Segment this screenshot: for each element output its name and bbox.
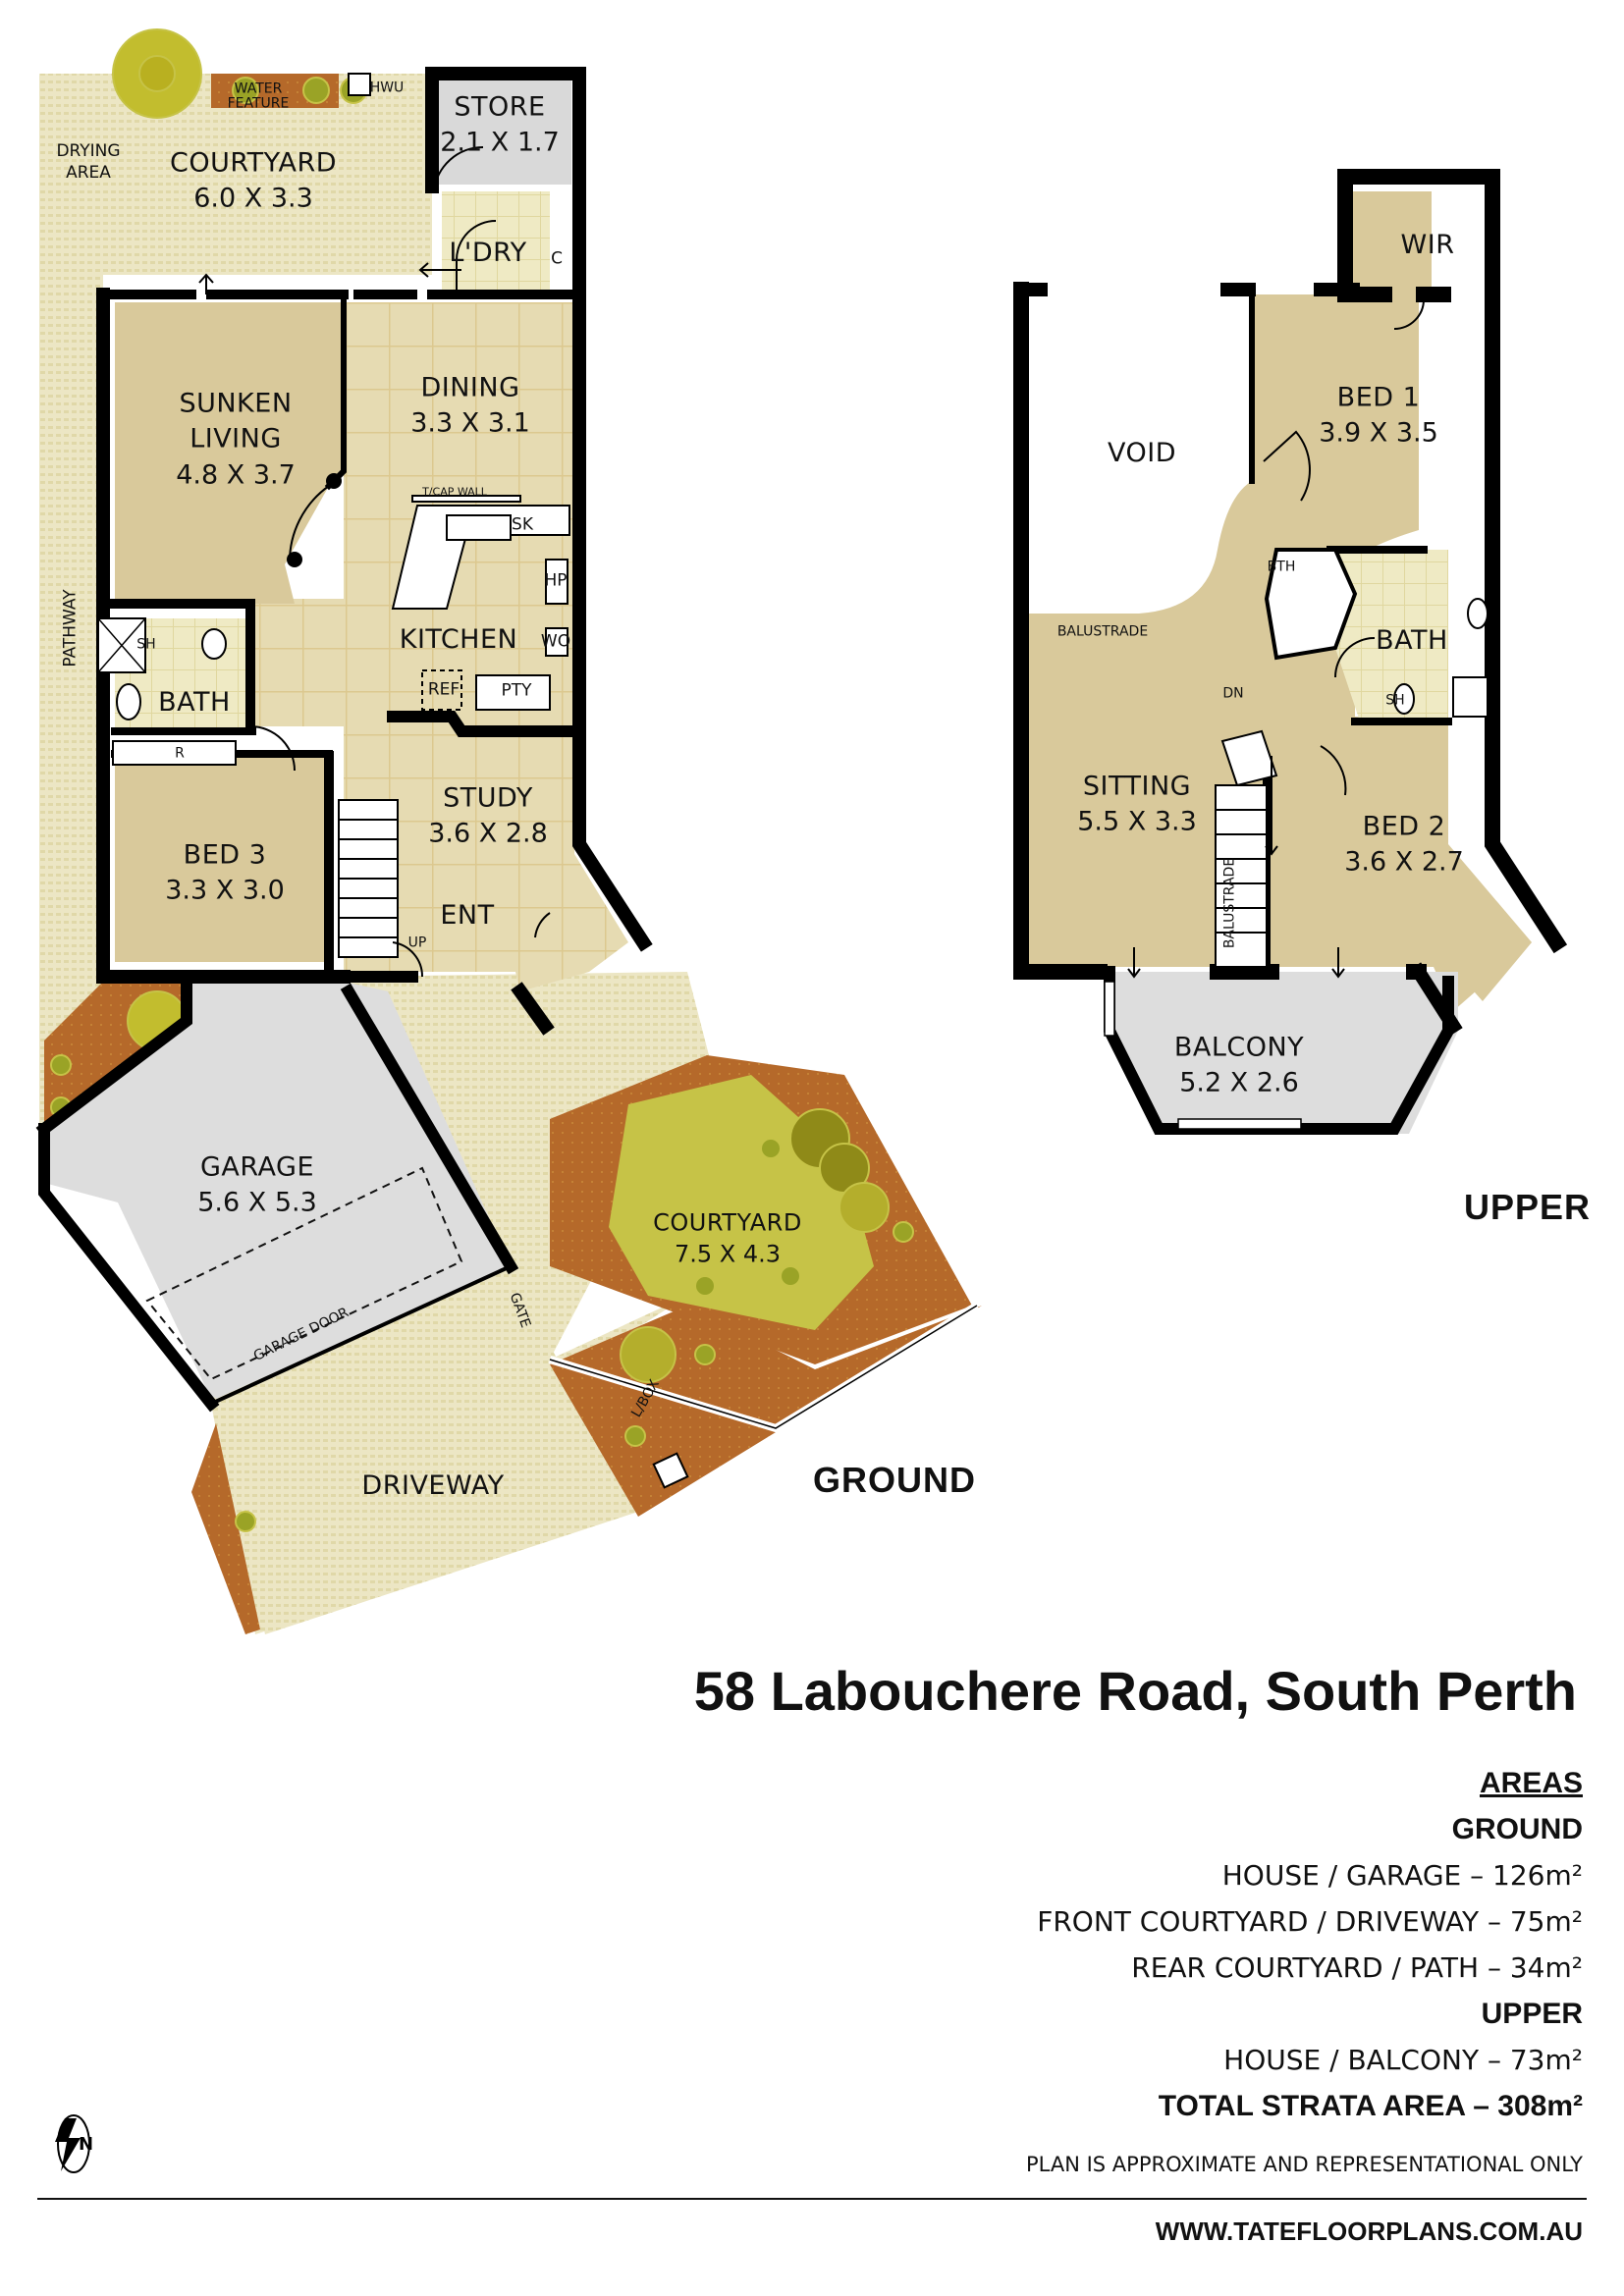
robe-label: R xyxy=(175,745,185,762)
stairs-down-label: DN xyxy=(1222,685,1244,702)
driveway-paving xyxy=(211,1271,638,1634)
hwu-label: HWU xyxy=(369,80,405,96)
room-garage: GARAGE 5.6 X 5.3 xyxy=(197,1151,317,1218)
bed2-fill xyxy=(1316,731,1532,1011)
footer-divider xyxy=(37,2198,1587,2200)
area-row: HOUSE / GARAGE – 126m² xyxy=(1221,1859,1583,1892)
areas-schedule: AREAS GROUND HOUSE / GARAGE – 126m² FRON… xyxy=(1037,1760,1583,2129)
upper-bath-fill xyxy=(1335,550,1448,721)
room-sitting: SITTING 5.5 X 3.3 xyxy=(1077,771,1197,837)
ground-arrows xyxy=(198,262,461,294)
property-address: 58 Labouchere Road, South Perth xyxy=(693,1660,1577,1722)
interior-tiles xyxy=(344,302,628,991)
bed3-fill xyxy=(115,756,326,962)
water-feature-label: WATER FEATURE xyxy=(227,80,290,112)
room-rear-courtyard: COURTYARD 6.0 X 3.3 xyxy=(169,147,338,214)
room-bed3: BED 3 3.3 X 3.0 xyxy=(165,839,285,906)
balustrade-label: BALUSTRADE xyxy=(1056,623,1149,640)
upper-floor-title: UPPER xyxy=(1464,1187,1592,1227)
room-study: STUDY 3.6 X 2.8 xyxy=(428,782,548,849)
hotplate-label: HP xyxy=(544,570,568,591)
bathtub-label: BTH xyxy=(1267,559,1296,575)
north-compass-icon: N xyxy=(43,2112,104,2175)
areas-ground-heading: GROUND xyxy=(1451,1813,1583,1845)
room-kitchen: KITCHEN xyxy=(399,623,518,655)
sunken-living-fill xyxy=(115,302,344,604)
garage-door-outline xyxy=(145,1166,463,1381)
hwu-box xyxy=(348,73,371,96)
garden-bed-driveway xyxy=(191,1423,260,1634)
ground-stairs xyxy=(338,799,399,958)
upper-shower-label: SH xyxy=(1385,692,1405,709)
areas-upper-heading: UPPER xyxy=(1481,1998,1583,2030)
tcap-wall-label: T/CAP WALL xyxy=(422,485,487,499)
room-wir: WIR xyxy=(1400,229,1455,260)
pantry-label: PTY xyxy=(501,680,532,701)
room-void: VOID xyxy=(1107,437,1177,468)
areas-heading: AREAS xyxy=(1479,1767,1583,1799)
pathway-label: PATHWAY xyxy=(60,589,81,667)
balcony-fill xyxy=(1105,972,1458,1134)
disclaimer: PLAN IS APPROXIMATE AND REPRESENTATIONAL… xyxy=(1026,2153,1583,2176)
shower-label: SH xyxy=(136,636,156,653)
room-driveway: DRIVEWAY xyxy=(361,1469,505,1501)
area-row: FRONT COURTYARD / DRIVEWAY – 75m² xyxy=(1037,1905,1583,1938)
balustrade-stair-label: BALUSTRADE xyxy=(1221,857,1238,949)
upper-bath-tub xyxy=(1264,548,1358,661)
room-entry: ENT xyxy=(440,899,495,931)
area-row: HOUSE / BALCONY – 73m² xyxy=(1223,2044,1583,2076)
room-sunken-living: SUNKEN LIVING 4.8 X 3.7 xyxy=(176,388,296,491)
compass-letter: N xyxy=(79,2134,93,2155)
area-row: REAR COURTYARD / PATH – 34m² xyxy=(1131,1951,1583,1984)
sink-label: SK xyxy=(512,514,533,535)
upper-floor-plan xyxy=(1013,169,1568,1135)
ground-doors xyxy=(249,145,551,978)
kitchen-fixtures xyxy=(391,495,570,711)
upper-stairs xyxy=(1215,729,1278,968)
room-balcony: BALCONY 5.2 X 2.6 xyxy=(1173,1032,1305,1098)
room-bed2: BED 2 3.6 X 2.7 xyxy=(1344,811,1464,878)
room-upper-bath: BATH xyxy=(1376,624,1448,656)
fridge-label: REF xyxy=(427,679,460,700)
website-link[interactable]: WWW.TATEFLOORPLANS.COM.AU xyxy=(1155,2216,1583,2246)
store-fill xyxy=(432,79,571,185)
letterbox xyxy=(652,1452,689,1489)
wir-fill xyxy=(1353,191,1432,299)
room-store: STORE 2.1 X 1.7 xyxy=(440,91,560,158)
room-ground-bath: BATH xyxy=(158,686,231,718)
ground-bath-fixtures xyxy=(97,617,237,766)
areas-total: TOTAL STRATA AREA – 308m² xyxy=(1158,2090,1583,2122)
room-laundry: L'DRY xyxy=(449,237,527,268)
room-bed1: BED 1 3.9 X 3.5 xyxy=(1319,382,1438,449)
ground-floor-plan xyxy=(35,28,982,1634)
wall-oven-label: WO xyxy=(540,631,571,652)
bed1-fill xyxy=(1252,294,1419,525)
drying-area-label: DRYING AREA xyxy=(56,140,121,183)
room-dining: DINING 3.3 X 3.1 xyxy=(410,372,530,439)
ground-floor-title: GROUND xyxy=(813,1460,976,1500)
cupboard-label: C xyxy=(551,248,563,269)
room-front-courtyard: COURTYARD 7.5 X 4.3 xyxy=(653,1208,802,1268)
stairs-up-label: UP xyxy=(407,934,427,951)
